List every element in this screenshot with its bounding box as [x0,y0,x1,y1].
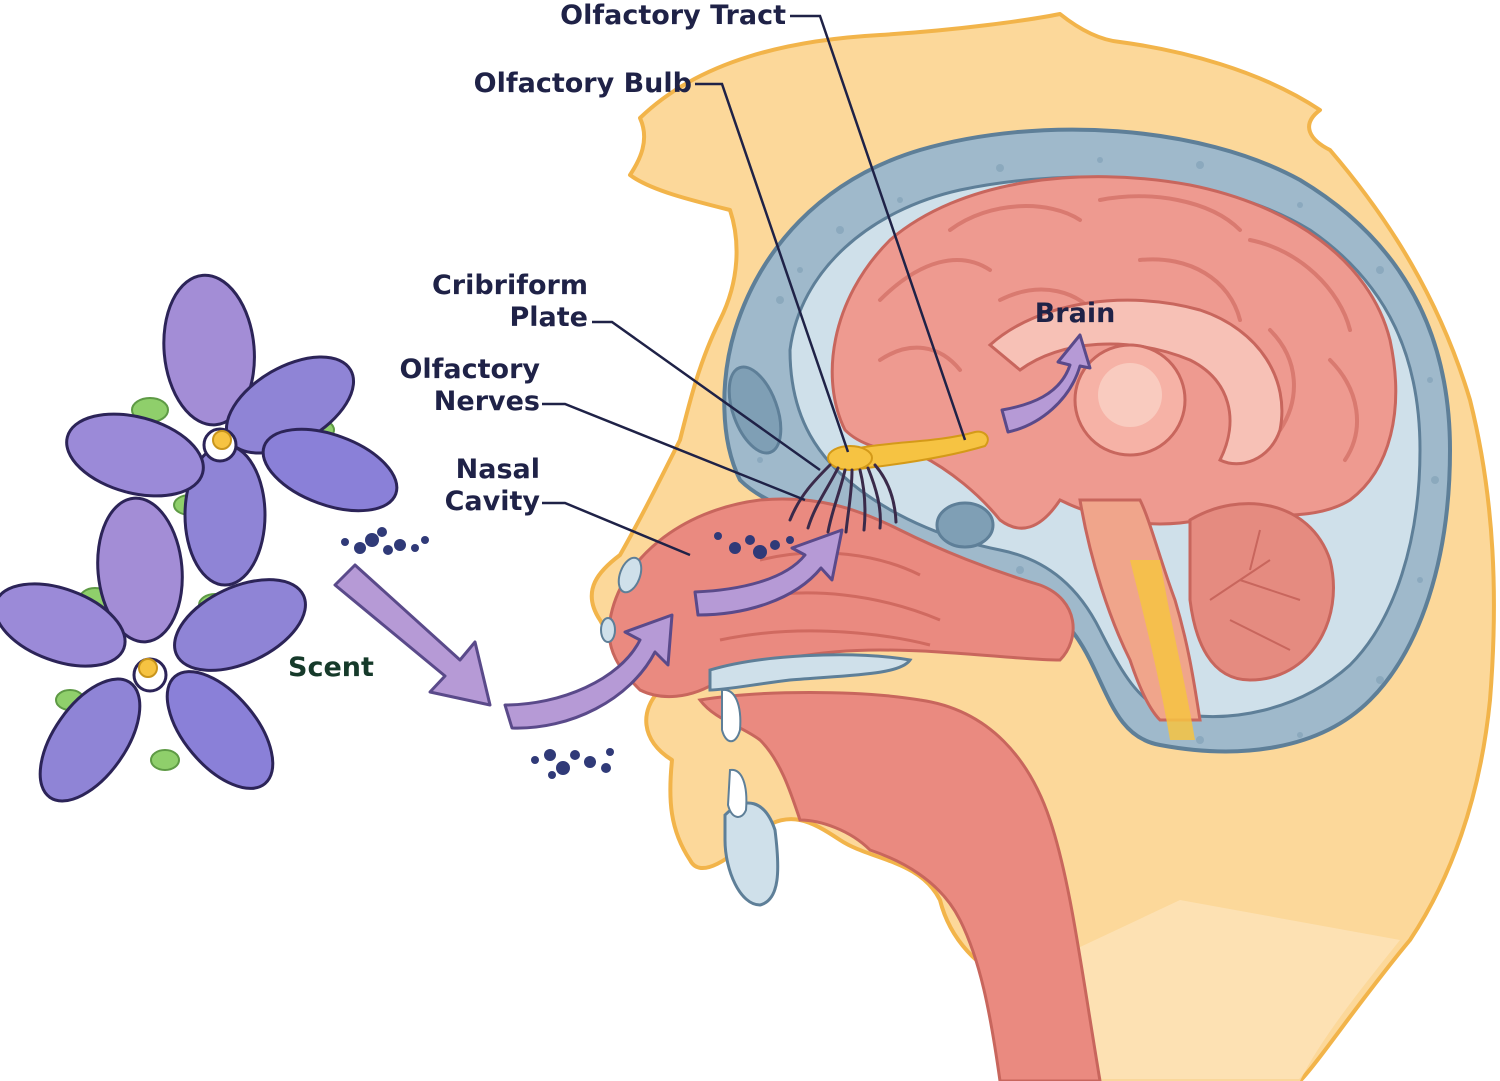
leader-lines [542,14,967,557]
flower-lower [0,496,307,803]
leader-olfactory-tract [790,14,967,441]
cerebellum-branches [1209,529,1301,651]
nostril-upper [617,556,643,594]
throat [697,691,1102,1081]
label-cribriform-line1: Cribriform [431,270,588,301]
label-nasal-cavity: Nasal Cavity [400,454,540,518]
olfactory-structures [788,430,989,534]
olfactory-nerve-fibers [788,463,898,534]
scent-molecules [341,527,794,779]
label-cribriform-line2: Plate [509,302,588,333]
label-cribriform-plate: Cribriform Plate [400,270,588,334]
cerebellum [1188,502,1335,682]
leader-nasal-cavity [542,501,691,557]
label-olfactory-tract: Olfactory Tract [560,0,786,31]
label-olfactory-bulb: Olfactory Bulb [473,68,692,99]
brain-gyri [878,194,1359,462]
spinal-cord [1130,560,1195,740]
neck [1010,900,1400,1081]
scent-arrow-3 [693,528,844,617]
label-brain: Brain [1034,298,1116,329]
olfactory-bulb-shape [827,445,873,471]
nasal-cavity-tissue [607,497,1075,699]
label-scent: Scent [288,652,374,683]
flowers [0,273,399,803]
nostril-lower [600,617,616,643]
sphenoid-sinus [935,501,995,549]
hard-palate [708,653,913,692]
label-nerves-line2: Nerves [433,386,540,417]
olfactory-tract-shape [833,430,989,472]
label-olfactory-nerves: Olfactory Nerves [370,354,540,418]
leader-olfactory-bulb [695,82,850,453]
scent-arrow-1 [333,563,492,707]
label-nasal-line1: Nasal [455,454,540,485]
label-nerves-line1: Olfactory [399,354,540,385]
leader-cribriform-plate [592,320,821,472]
upper-tooth [721,688,742,743]
tongue [723,801,780,907]
lower-tooth [726,768,748,818]
scent-arrow-2 [503,613,674,730]
nasal-region [600,497,1102,1081]
leader-olfactory-nerves [542,402,806,502]
bone-texture [757,157,1439,744]
scent-arrows [333,333,1092,730]
flower-upper [65,273,399,587]
scent-arrow-brain [1000,333,1092,434]
label-nasal-line2: Cavity [444,486,540,517]
